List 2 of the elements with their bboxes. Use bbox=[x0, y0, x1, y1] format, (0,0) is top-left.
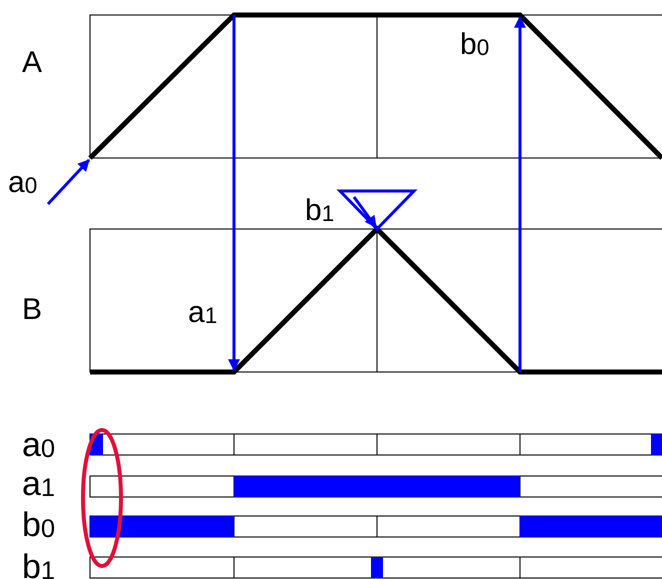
axis-label: A bbox=[22, 48, 42, 78]
axis-label: B bbox=[22, 295, 42, 325]
